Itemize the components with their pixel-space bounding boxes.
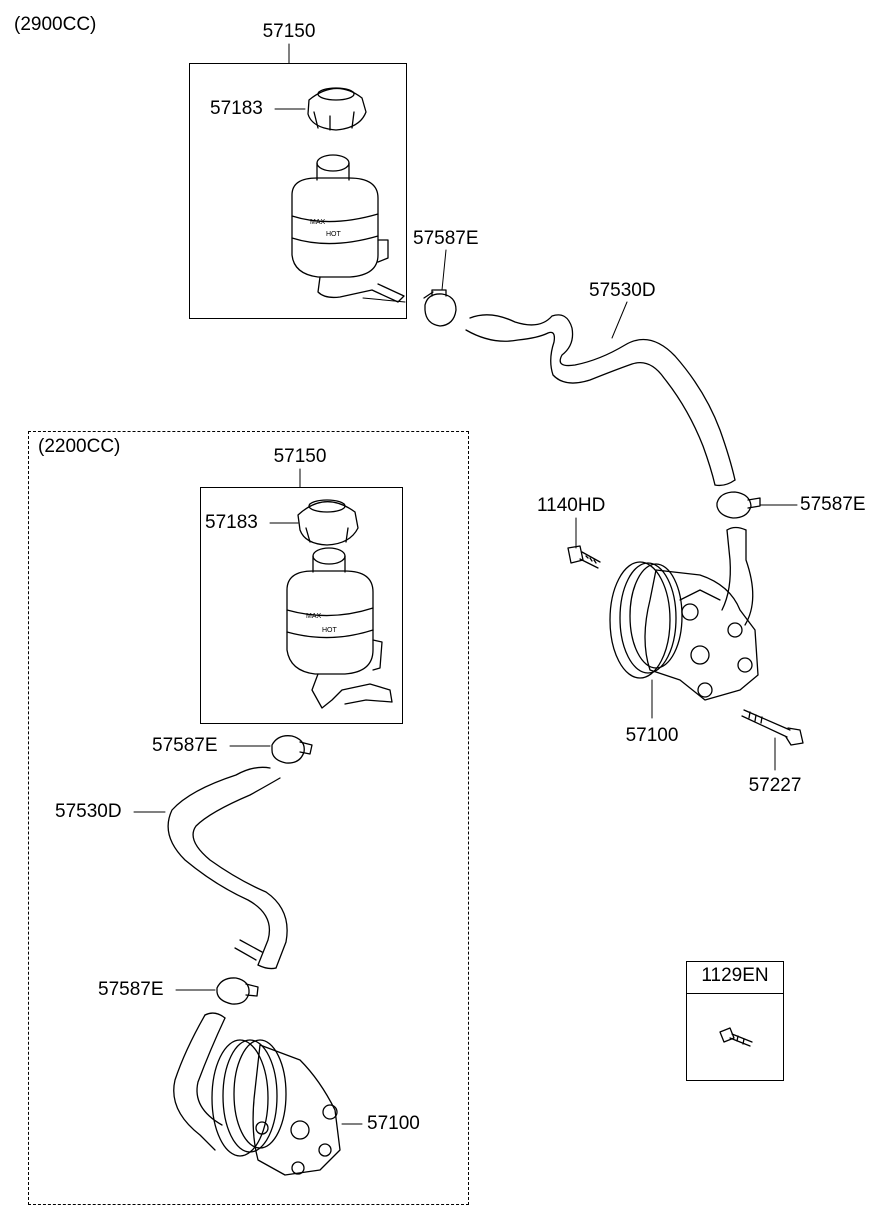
part-label-clamp-lower-2200: 57587E: [98, 979, 164, 1000]
reservoir-body-2900: MAX HOT: [291, 154, 405, 303]
bolt-57227: [741, 709, 804, 746]
part-label-clamp-lower-2900: 57587E: [800, 494, 866, 515]
reservoir-frame-2900: [189, 63, 407, 319]
clamp-upper-2900: [423, 289, 457, 327]
bolt-1140hd: [567, 545, 601, 569]
part-label-reservoir-2200: 57150: [273, 446, 327, 467]
part-label-reservoir-2900: 57150: [262, 21, 316, 42]
part-label-cap-2200: 57183: [205, 512, 258, 533]
leader-lines-2200: [133, 468, 363, 1125]
part-label-bolt-rear-2900: 57227: [748, 775, 802, 796]
section-frame-2200: [28, 431, 469, 1205]
part-label-pump-2900: 57100: [625, 725, 679, 746]
section-title-2900: (2900CC): [14, 14, 97, 35]
leader-lines-2900: [274, 43, 798, 771]
reservoir-cap-2200: [297, 499, 359, 546]
part-box-header-line: [686, 993, 784, 994]
part-label-cap-2900: 57183: [210, 98, 263, 119]
part-label-clamp-upper-2900: 57587E: [413, 228, 479, 249]
clamp-lower-2900: [716, 491, 761, 519]
part-label-1129en: 1129EN: [701, 965, 769, 986]
part-label-hose-2200: 57530D: [55, 801, 122, 822]
hose-2900: [465, 314, 736, 487]
part-label-pump-2200: 57100: [367, 1113, 420, 1134]
svg-text:MAX: MAX: [310, 219, 326, 226]
reservoir-cap-2900: [307, 87, 367, 131]
clamp-upper-2200: [271, 735, 313, 764]
clamp-lower-2200: [216, 977, 259, 1005]
svg-text:HOT: HOT: [322, 627, 338, 634]
svg-text:HOT: HOT: [326, 231, 342, 238]
hose-2200: [167, 766, 288, 970]
pump-pipe-2900: [721, 526, 754, 626]
part-label-clamp-upper-2200: 57587E: [152, 735, 218, 756]
pump-2200: [173, 1012, 341, 1176]
part-box-1129en: [686, 961, 784, 1081]
svg-text:MAX: MAX: [306, 613, 322, 620]
pump-2900: [609, 561, 759, 701]
reservoir-frame-2200: [200, 487, 403, 724]
section-title-2200: (2200CC): [38, 436, 121, 457]
part-label-bolt-front-2900: 1140HD: [537, 495, 606, 516]
screw-icon-1129en: [719, 1027, 753, 1047]
reservoir-body-2200: MAX HOT: [286, 547, 393, 709]
part-label-hose-2900: 57530D: [589, 280, 656, 301]
